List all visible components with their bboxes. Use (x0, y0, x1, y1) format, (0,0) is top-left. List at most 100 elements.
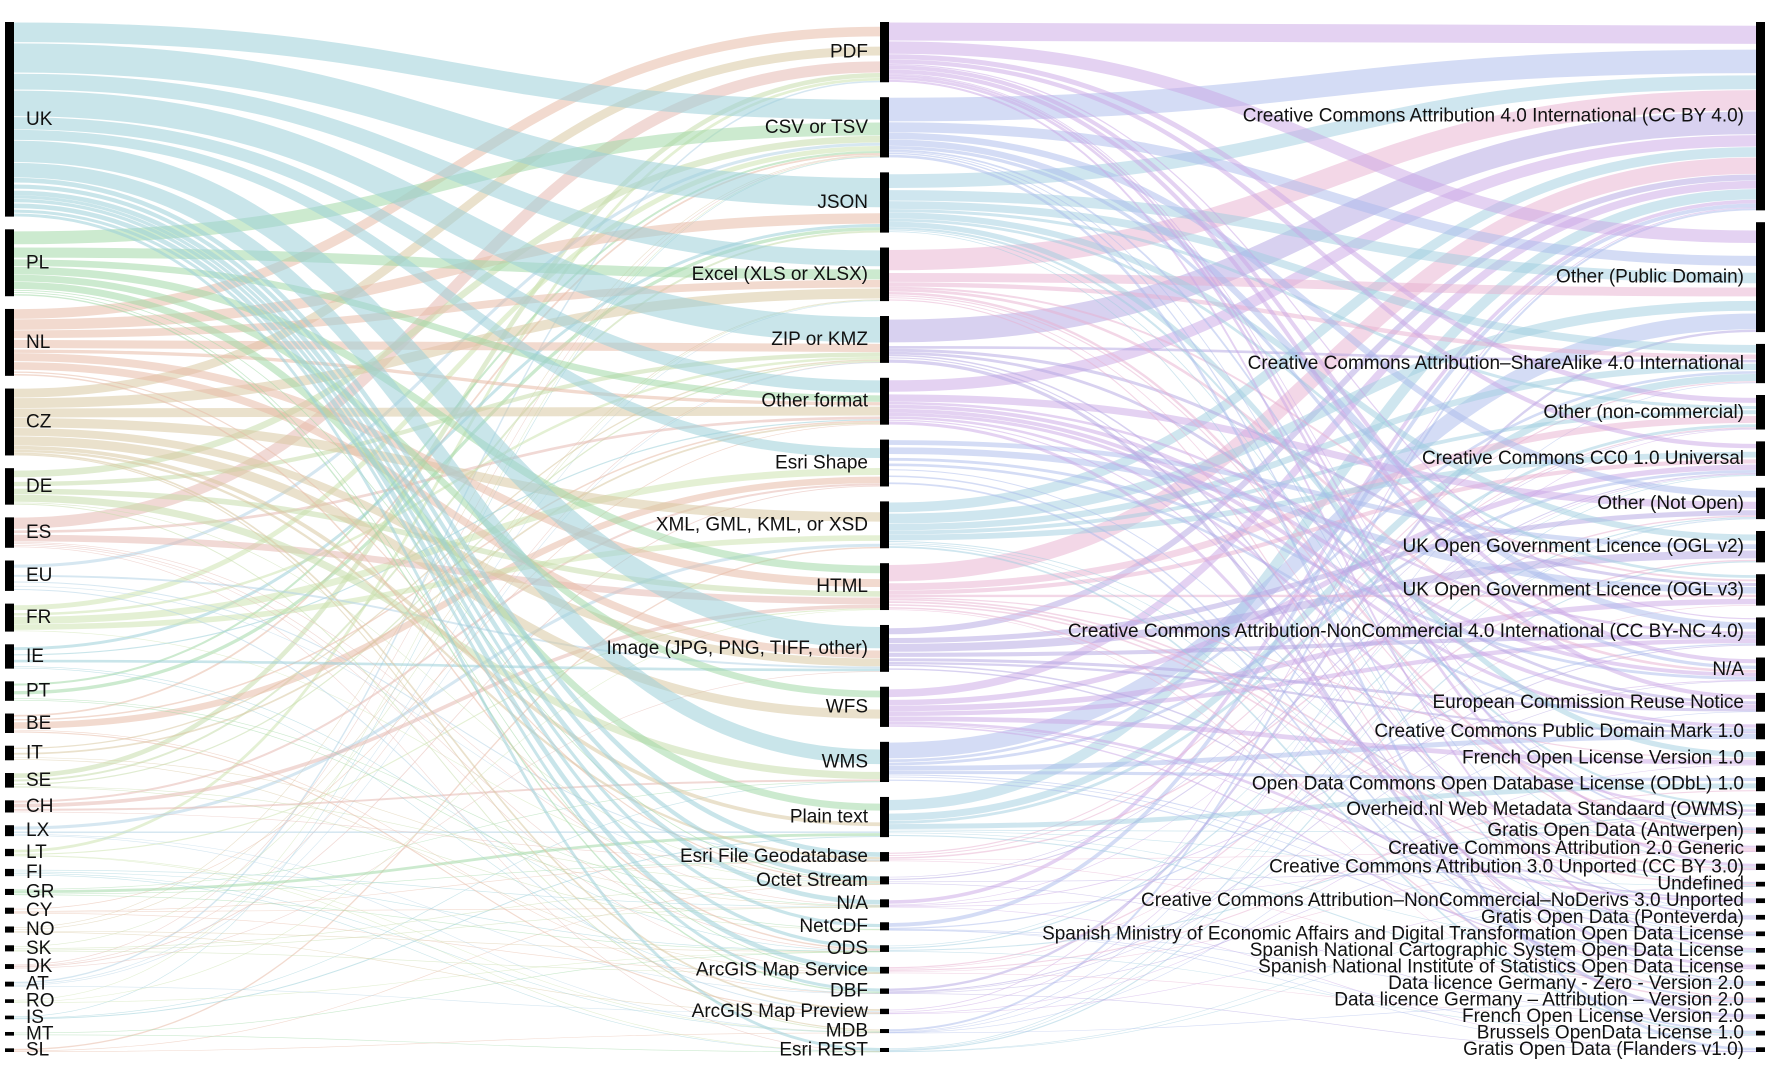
format-node-mdb[interactable] (880, 1029, 889, 1034)
license-node-data-licence-germany-zero-version-2-0[interactable] (1756, 981, 1765, 986)
flow-link (13, 198, 881, 949)
format-node-esri-rest[interactable] (880, 1047, 889, 1052)
flow-link (888, 357, 1757, 984)
country-node-pl[interactable] (5, 229, 14, 297)
country-node-sl[interactable] (5, 1048, 14, 1052)
flow-link (13, 209, 881, 992)
country-node-ie[interactable] (5, 644, 14, 669)
license-node-other-public-domain[interactable] (1756, 222, 1765, 333)
country-node-uk[interactable] (5, 22, 14, 217)
country-node-fi[interactable] (5, 868, 14, 877)
license-label-creative-commons-attribution-sharealike-4-0-international: Creative Commons Attribution–ShareAlike … (1248, 353, 1744, 374)
format-node-xml-gml-kml-or-xsd[interactable] (880, 501, 889, 549)
country-node-sk[interactable] (5, 945, 14, 952)
format-node-octet-stream[interactable] (880, 876, 889, 885)
format-node-netcdf[interactable] (880, 922, 889, 931)
country-label-ie: IE (26, 646, 44, 667)
format-node-plain-text[interactable] (880, 796, 889, 838)
license-node-data-licence-germany-attribution-version-2-0[interactable] (1756, 997, 1765, 1003)
country-node-is[interactable] (5, 1015, 14, 1020)
format-node-pdf[interactable] (880, 22, 889, 83)
country-node-lt[interactable] (5, 848, 14, 857)
license-node-other-non-commercial[interactable] (1756, 395, 1765, 430)
format-node-esri-shape[interactable] (880, 439, 889, 487)
format-node-excel-xls-or-xlsx[interactable] (880, 247, 889, 302)
country-node-nl[interactable] (5, 308, 14, 376)
license-node-french-open-license-version-1-0[interactable] (1756, 751, 1765, 766)
flow-link (888, 516, 1757, 949)
format-node-n-a[interactable] (880, 899, 889, 908)
country-node-cz[interactable] (5, 388, 14, 456)
flow-link (888, 135, 1757, 392)
format-node-arcgis-map-preview[interactable] (880, 1008, 889, 1015)
license-node-creative-commons-attribution-sharealike-4-0-international[interactable] (1756, 343, 1765, 384)
format-node-image-jpg-png-tiff-other[interactable] (880, 624, 889, 672)
country-node-lx[interactable] (5, 825, 14, 837)
flow-link (888, 351, 1757, 705)
country-node-ro[interactable] (5, 999, 14, 1003)
country-node-de[interactable] (5, 468, 14, 505)
license-node-french-open-license-version-2-0[interactable] (1756, 1014, 1765, 1019)
format-node-zip-or-kmz[interactable] (880, 316, 889, 363)
license-node-spanish-national-institute-of-statistics-open-data-license[interactable] (1756, 964, 1765, 970)
license-node-gratis-open-data-ponteverda[interactable] (1756, 914, 1765, 920)
country-node-es[interactable] (5, 517, 14, 548)
flow-link (888, 725, 1757, 970)
flow-link (888, 993, 1757, 1053)
license-node-creative-commons-attribution-4-0-international-cc-by-4-0[interactable] (1756, 22, 1765, 211)
license-node-undefined[interactable] (1756, 881, 1765, 887)
license-node-other-not-open[interactable] (1756, 487, 1765, 520)
license-node-gratis-open-data-antwerpen[interactable] (1756, 827, 1765, 834)
license-node-n-a[interactable] (1756, 657, 1765, 682)
country-node-ch[interactable] (5, 800, 14, 813)
license-node-spanish-national-cartographic-system-open-data-license[interactable] (1756, 948, 1765, 953)
license-node-brussels-opendata-license-1-0[interactable] (1756, 1030, 1765, 1036)
country-node-be[interactable] (5, 713, 14, 733)
license-node-creative-commons-attribution-noncommercial-4-0-international-cc-by-nc-4-0[interactable] (1756, 617, 1765, 646)
country-node-fr[interactable] (5, 603, 14, 632)
format-node-wms[interactable] (880, 741, 889, 783)
license-node-gratis-open-data-flanders-v1-0[interactable] (1756, 1047, 1765, 1052)
format-node-ods[interactable] (880, 945, 889, 952)
country-node-eu[interactable] (5, 560, 14, 591)
country-node-pt[interactable] (5, 681, 14, 701)
country-label-es: ES (26, 522, 51, 543)
country-node-cy[interactable] (5, 907, 14, 914)
license-node-uk-open-government-licence-ogl-v3[interactable] (1756, 574, 1765, 606)
license-node-creative-commons-cc0-1-0-universal[interactable] (1756, 441, 1765, 476)
license-node-open-data-commons-open-database-license-odbl-1-0[interactable] (1756, 777, 1765, 792)
license-node-creative-commons-attribution-2-0-generic[interactable] (1756, 845, 1765, 852)
format-node-arcgis-map-service[interactable] (880, 966, 889, 974)
flow-link (13, 546, 881, 1051)
country-label-nl: NL (26, 332, 50, 353)
license-node-spanish-ministry-of-economic-affairs-and-digital-transformation-open-data-license[interactable] (1756, 931, 1765, 937)
country-node-mt[interactable] (5, 1031, 14, 1036)
format-node-html[interactable] (880, 563, 889, 611)
format-label-arcgis-map-preview: ArcGIS Map Preview (692, 1001, 869, 1022)
license-node-european-commission-reuse-notice[interactable] (1756, 692, 1765, 712)
format-node-json[interactable] (880, 172, 889, 233)
flow-link (13, 873, 881, 1033)
country-node-no[interactable] (5, 926, 14, 933)
format-label-excel-xls-or-xlsx: Excel (XLS or XLSX) (692, 264, 868, 285)
country-node-it[interactable] (5, 745, 14, 761)
format-node-other-format[interactable] (880, 377, 889, 425)
flow-link (888, 73, 1757, 829)
license-node-creative-commons-public-domain-mark-1-0[interactable] (1756, 723, 1765, 740)
flow-link (888, 475, 1757, 1001)
format-node-esri-file-geodatabase[interactable] (880, 852, 889, 862)
country-node-se[interactable] (5, 773, 14, 788)
format-node-wfs[interactable] (880, 686, 889, 727)
flow-link (13, 73, 881, 267)
license-node-overheid-nl-web-metadata-standaard-owms[interactable] (1756, 803, 1765, 816)
country-node-gr[interactable] (5, 888, 14, 895)
format-node-csv-or-tsv[interactable] (880, 97, 889, 158)
flow-link (888, 834, 1757, 986)
country-node-at[interactable] (5, 981, 14, 987)
format-node-dbf[interactable] (880, 988, 889, 994)
license-node-creative-commons-attribution-3-0-unported-cc-by-3-0[interactable] (1756, 863, 1765, 870)
flow-link (888, 972, 1757, 1019)
license-node-uk-open-government-licence-ogl-v2[interactable] (1756, 530, 1765, 563)
country-node-dk[interactable] (5, 964, 14, 969)
license-node-creative-commons-attribution-noncommercial-noderivs-3-0-unported[interactable] (1756, 898, 1765, 904)
